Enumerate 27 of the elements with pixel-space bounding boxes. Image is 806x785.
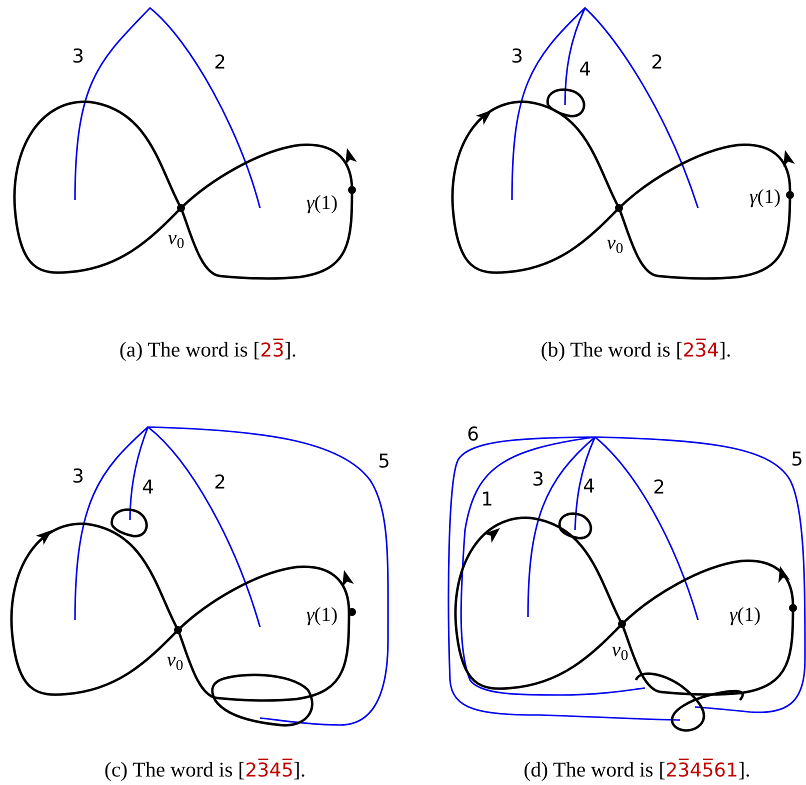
math-label: γ(1)	[749, 187, 781, 207]
caption: (d) The word is [23̅45̅61].	[524, 760, 750, 780]
math-label: v$_{0}$	[606, 233, 624, 253]
caption: (a) The word is [23̅].	[119, 340, 297, 360]
region-number: 3	[532, 470, 544, 490]
caption: (b) The word is [23̅4].	[540, 340, 732, 360]
region-number: 1	[480, 490, 494, 510]
math-label: v$_{0}$	[612, 640, 628, 660]
region-number: 2	[214, 474, 226, 492]
region-number: 4	[142, 478, 154, 498]
region-number: 5	[790, 450, 804, 470]
region-number: 3	[510, 48, 524, 66]
math-label: v$_{0}$	[166, 650, 184, 670]
caption: (c) The word is [23̅45̅].	[104, 760, 306, 780]
region-number: 2	[652, 478, 666, 498]
region-number: 3	[72, 48, 84, 66]
region-number: 5	[378, 452, 390, 472]
region-number: 4	[582, 478, 596, 496]
math-label: γ(1)	[306, 605, 338, 625]
region-number: 4	[578, 60, 592, 80]
math-label: γ(1)	[306, 193, 338, 213]
region-number: 3	[72, 468, 84, 486]
region-number: 2	[214, 54, 226, 72]
math-label: v$_{0}$	[168, 228, 184, 248]
math-label: γ(1)	[729, 605, 761, 625]
region-number: 6	[466, 426, 480, 444]
region-number: 2	[650, 54, 664, 72]
